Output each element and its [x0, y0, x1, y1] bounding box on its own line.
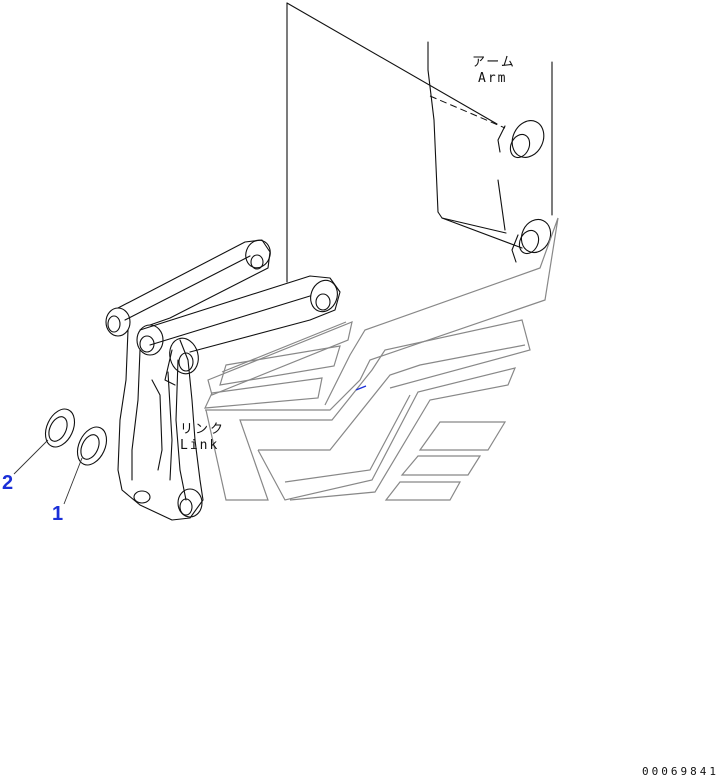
callout-leaders [13, 439, 83, 505]
arm-label-jp: アーム [472, 55, 516, 70]
link-body [117, 329, 204, 521]
washer-part-2 [44, 408, 76, 448]
link-label-jp: リンク [180, 422, 225, 437]
arm-label-en: Arm [478, 71, 507, 86]
washer-part-1 [76, 426, 108, 466]
document-number: 00069841 [642, 765, 719, 778]
arm-part [427, 41, 553, 263]
watermark-logo [204, 217, 559, 501]
upper-link-bar [105, 239, 271, 337]
leader-lines [286, 2, 506, 283]
callout-2[interactable]: 2 [2, 472, 13, 494]
lower-link-bar [136, 275, 341, 356]
callout-1[interactable]: 1 [52, 503, 63, 525]
link-label-en: Link [180, 438, 219, 453]
